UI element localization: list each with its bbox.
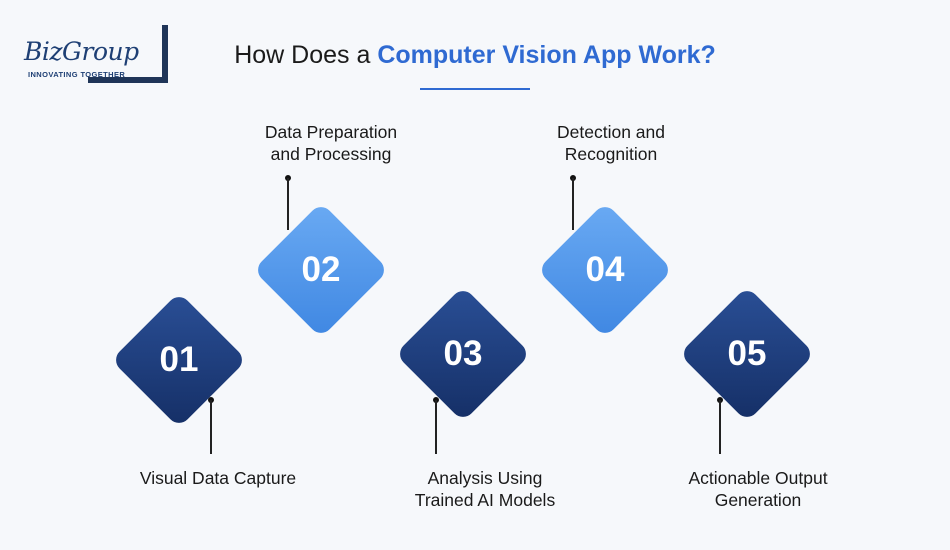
page-title: How Does a Computer Vision App Work?: [0, 41, 950, 70]
title-underline: [420, 88, 530, 90]
step-02-label: Data Preparation and Processing: [264, 122, 398, 164]
step-04-label: Detection and Recognition: [557, 122, 665, 164]
step-03-label: Analysis Using Trained AI Models: [414, 468, 556, 510]
step-01-number: 01: [159, 340, 199, 379]
step-03-connector-line: [435, 400, 437, 454]
step-05-label: Actionable Output Generation: [688, 468, 828, 510]
title-prefix: How Does a: [234, 41, 378, 69]
step-05-connector-line: [719, 400, 721, 454]
logo-name: BizGroup: [24, 37, 141, 66]
step-02-connector-line: [287, 178, 289, 230]
title-highlight: Computer Vision App Work?: [377, 41, 716, 69]
step-01-label: Visual Data Capture: [139, 468, 297, 488]
step-03-number: 03: [443, 334, 483, 373]
logo: BizGroup INNOVATING TOGETHER: [20, 22, 168, 84]
step-04-connector-line: [572, 178, 574, 230]
step-05-number: 05: [727, 334, 767, 373]
logo-tagline: INNOVATING TOGETHER: [28, 70, 126, 79]
step-04-number: 04: [585, 250, 625, 289]
step-01-connector-line: [210, 400, 212, 454]
logo-frame: [88, 25, 168, 83]
step-02-number: 02: [301, 250, 341, 289]
